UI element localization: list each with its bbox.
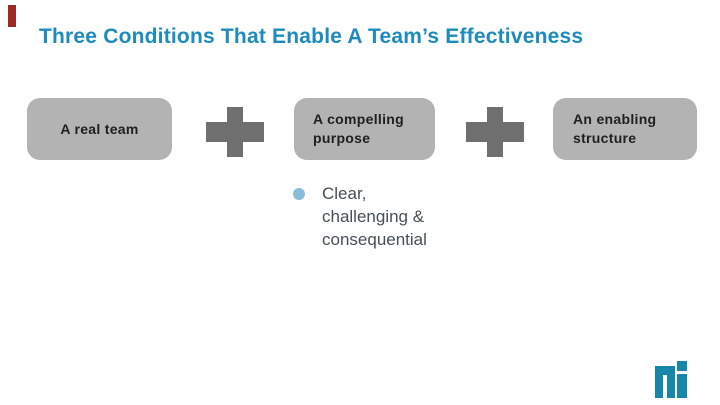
bullet-icon: [293, 188, 305, 200]
plus-icon: [466, 107, 524, 157]
condition-box-enabling-structure: An enabling structure: [553, 98, 697, 160]
bullet-item-text: Clear, challenging & consequential: [322, 184, 427, 249]
accent-bar: [8, 5, 16, 27]
m-logo-icon: [655, 361, 687, 398]
condition-box-real-team: A real team: [27, 98, 172, 160]
plus-icon-vertical-bar: [487, 107, 503, 157]
condition-box-compelling-purpose: A compelling purpose: [294, 98, 435, 160]
slide-title: Three Conditions That Enable A Team’s Ef…: [39, 25, 584, 48]
plus-icon: [206, 107, 264, 157]
condition-box-label: A real team: [60, 120, 139, 137]
condition-box-label: A compelling purpose: [313, 111, 404, 146]
company-logo: [655, 361, 687, 398]
plus-icon-vertical-bar: [227, 107, 243, 157]
condition-box-label: An enabling structure: [573, 111, 657, 146]
